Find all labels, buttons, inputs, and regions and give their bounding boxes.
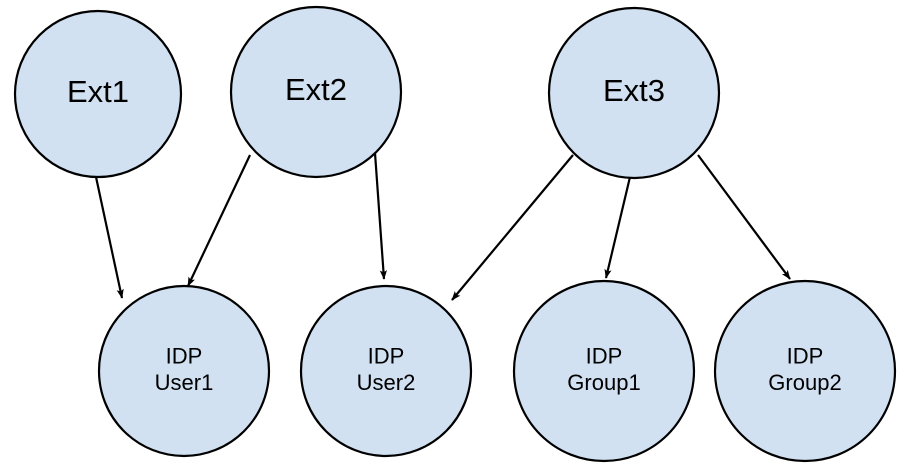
- edge-ext1-idp_user1: [94, 176, 124, 299]
- edge-ext3-idp_group2: [697, 154, 791, 280]
- node-ext3[interactable]: Ext3: [547, 6, 721, 180]
- edge-ext2-idp_user2: [373, 152, 387, 280]
- node-shape-ext2[interactable]: [229, 5, 403, 179]
- node-shape-idp_user2[interactable]: [299, 284, 473, 458]
- node-shape-ext3[interactable]: [547, 6, 721, 180]
- node-shape-ext1[interactable]: [13, 9, 183, 179]
- edges-layer: [94, 152, 791, 301]
- edge-ext3-idp_user2: [451, 154, 574, 301]
- node-ext2[interactable]: Ext2: [229, 5, 403, 179]
- nodes-layer: Ext1 Ext2 Ext3IDPUser1IDPUser2IDPGroup1IDP…: [13, 5, 897, 463]
- edge-ext3-idp_group1: [604, 176, 632, 279]
- node-shape-idp_user1[interactable]: [97, 284, 271, 458]
- edge-ext2-idp_user1: [187, 154, 251, 287]
- node-ext1[interactable]: Ext1: [13, 9, 183, 179]
- node-shape-idp_group1[interactable]: [512, 279, 696, 463]
- node-shape-idp_group2[interactable]: [713, 279, 897, 463]
